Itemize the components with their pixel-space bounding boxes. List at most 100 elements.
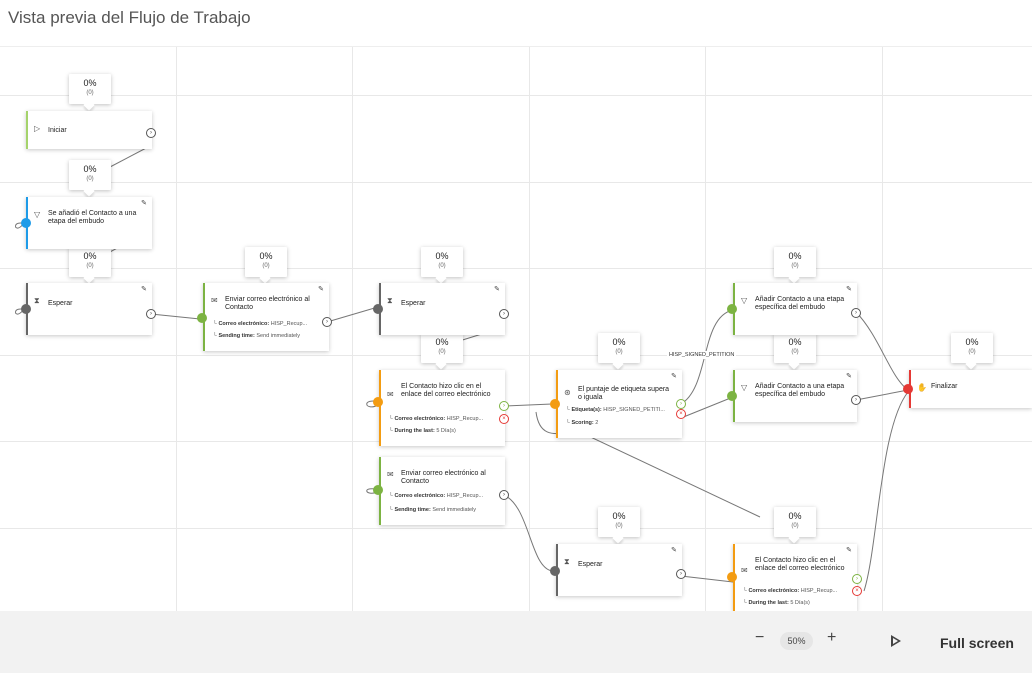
detail-key: Correo electrónico: — [218, 321, 270, 327]
workflow-canvas[interactable]: 0%(0) 0%(0) 0%(0) 0%(0) 0%(0) 0%(0) 0%(0… — [0, 46, 1032, 611]
node-add-to-funnel-stage[interactable]: ▽ Añadir Contacto a una etapa específica… — [733, 370, 857, 422]
detail-key: Sending time: — [394, 507, 431, 513]
stat-percent: 0% — [435, 337, 449, 347]
edit-icon[interactable]: ✎ — [141, 200, 147, 207]
detail-key: Etiqueta(s): — [571, 407, 602, 413]
no-port[interactable]: × — [499, 414, 509, 424]
no-port[interactable]: × — [852, 586, 862, 596]
stat-bubble: 0%(0) — [774, 333, 816, 363]
edit-icon[interactable]: ✎ — [671, 547, 677, 554]
detail-key: Sending time: — [218, 333, 255, 339]
grid-line — [0, 355, 1032, 356]
output-port[interactable]: › — [322, 317, 332, 327]
node-wait[interactable]: ⧗ Esperar ✎ — [556, 544, 682, 596]
node-detail: └ During the last: 5 Día(s) — [743, 600, 810, 606]
play-icon[interactable] — [891, 635, 901, 647]
no-port[interactable]: × — [676, 409, 686, 419]
hourglass-icon: ⧗ — [34, 296, 40, 305]
edit-icon[interactable]: ✎ — [671, 373, 677, 380]
grid-line — [0, 268, 1032, 269]
output-port[interactable]: › — [146, 128, 156, 138]
output-port[interactable]: › — [499, 309, 509, 319]
edit-icon[interactable]: ✎ — [494, 286, 500, 293]
stat-bubble: 0%(0) — [774, 507, 816, 537]
output-port[interactable]: › — [146, 309, 156, 319]
input-port — [21, 304, 31, 314]
stat-count: (0) — [86, 90, 94, 96]
zoom-in-button[interactable]: + — [827, 629, 837, 646]
edit-icon[interactable]: ✎ — [141, 286, 147, 293]
output-port[interactable]: › — [851, 308, 861, 318]
output-port[interactable]: › — [499, 490, 509, 500]
edit-icon[interactable]: ✎ — [846, 373, 852, 380]
stat-bubble: 0%(0) — [774, 247, 816, 277]
stat-count: (0) — [438, 349, 446, 355]
detail-value: HISP_Recup... — [446, 416, 484, 422]
stat-bubble: 0%(0) — [245, 247, 287, 277]
node-label: El Contacto hizo clic en el enlace del c… — [755, 557, 845, 572]
stat-bubble: 0%(0) — [69, 74, 111, 104]
stat-percent: 0% — [612, 337, 626, 347]
detail-value: 2 — [595, 420, 599, 426]
grid-line — [176, 47, 177, 611]
edit-icon[interactable]: ✎ — [846, 286, 852, 293]
node-detail: └ Correo electrónico: HISP_Recup... — [213, 321, 308, 327]
edge-label: HISP_SIGNED_PETITION — [667, 351, 737, 359]
hourglass-icon: ⧗ — [387, 296, 393, 305]
stat-percent: 0% — [788, 337, 802, 347]
node-send-email[interactable]: ✉ Enviar correo electrónico al Contacto … — [203, 283, 329, 351]
stat-percent: 0% — [965, 337, 979, 347]
fullscreen-button[interactable]: Full screen — [940, 635, 1014, 651]
stat-bubble: 0%(0) — [951, 333, 993, 363]
stat-count: (0) — [438, 263, 446, 269]
node-send-email[interactable]: ✉ Enviar correo electrónico al Contacto … — [379, 457, 505, 525]
node-tag-score-condition[interactable]: ⊛ El puntaje de etiqueta supera o iguala… — [556, 370, 682, 438]
node-detail: └ During the last: 5 Día(s) — [389, 428, 456, 434]
yes-port[interactable]: › — [499, 401, 509, 411]
node-detail: └ Correo electrónico: HISP_Recup... — [389, 493, 484, 499]
grid-line — [0, 95, 1032, 96]
detail-value: HISP_Recup... — [446, 493, 484, 499]
edit-icon[interactable]: ✎ — [846, 547, 852, 554]
input-port — [727, 572, 737, 582]
grid-line — [0, 441, 1032, 442]
output-port[interactable]: › — [851, 395, 861, 405]
node-detail: └ Sending time: Send immediately — [389, 507, 477, 513]
stat-bubble: 0%(0) — [421, 247, 463, 277]
stat-count: (0) — [262, 263, 270, 269]
node-wait[interactable]: ⧗ Esperar ✎ — [379, 283, 505, 335]
node-add-to-funnel-stage[interactable]: ▽ Añadir Contacto a una etapa específica… — [733, 283, 857, 335]
envelope-icon: ✉ — [741, 566, 748, 575]
node-detail: └ Correo electrónico: HISP_Recup... — [389, 416, 484, 422]
hourglass-icon: ⧗ — [564, 557, 570, 566]
yes-port[interactable]: › — [852, 574, 862, 584]
node-link-click-condition[interactable]: ✉ El Contacto hizo clic en el enlace del… — [733, 544, 857, 611]
output-port[interactable]: › — [676, 569, 686, 579]
node-start[interactable]: ▷ Iniciar — [26, 111, 152, 149]
node-wait[interactable]: ⧗ Esperar ✎ — [26, 283, 152, 335]
node-link-click-condition[interactable]: ✉ El Contacto hizo clic en el enlace del… — [379, 370, 505, 446]
tag-icon: ⊛ — [564, 388, 571, 397]
yes-port[interactable]: › — [676, 399, 686, 409]
detail-key: Correo electrónico: — [394, 416, 446, 422]
node-detail: └ Sending time: Send immediately — [213, 333, 301, 339]
node-label: El Contacto hizo clic en el enlace del c… — [401, 383, 491, 398]
edit-icon[interactable]: ✎ — [318, 286, 324, 293]
stat-bubble: 0%(0) — [69, 247, 111, 277]
grid-line — [882, 47, 883, 611]
grid-line — [0, 528, 1032, 529]
node-detail: └ Correo electrónico: HISP_Recup... — [743, 588, 838, 594]
stat-percent: 0% — [788, 511, 802, 521]
node-end[interactable]: ✋ Finalizar — [909, 370, 1032, 408]
detail-value: Send immediately — [432, 507, 477, 513]
node-funnel-trigger[interactable]: ▽ Se añadió el Contacto a una etapa del … — [26, 197, 152, 249]
node-label: Añadir Contacto a una etapa específica d… — [755, 296, 845, 311]
filter-icon: ▽ — [741, 383, 748, 392]
node-label: Esperar — [48, 300, 73, 307]
stat-percent: 0% — [83, 164, 97, 174]
stat-bubble: 0%(0) — [421, 333, 463, 363]
grid-line — [352, 47, 353, 611]
input-port — [727, 304, 737, 314]
stat-percent: 0% — [259, 251, 273, 261]
zoom-out-button[interactable]: − — [755, 629, 765, 646]
